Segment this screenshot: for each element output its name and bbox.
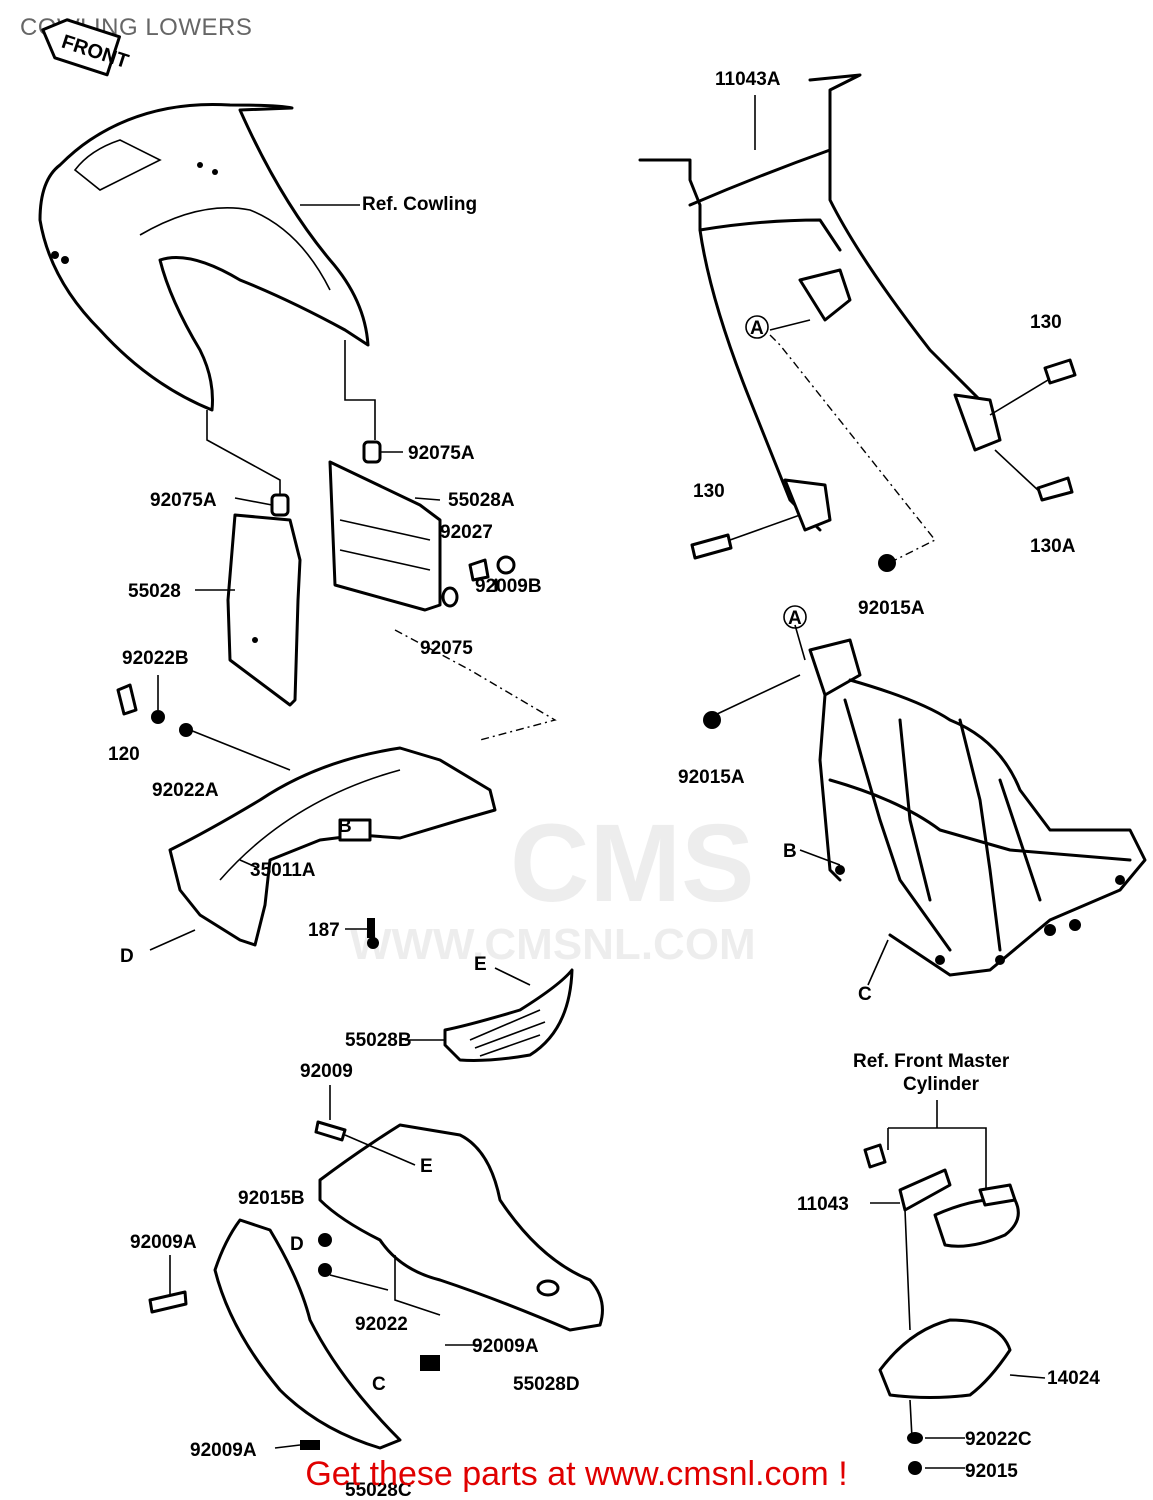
label-92022C: 92022C: [965, 1429, 1032, 1450]
label-92009B: 92009B: [475, 576, 542, 597]
label-92022B: 92022B: [122, 648, 189, 669]
front-arrow-badge: FRONT: [41, 18, 131, 77]
label-11043A: 11043A: [715, 69, 781, 90]
nut-92015: [908, 1461, 922, 1475]
label-130-top: 130: [1030, 312, 1062, 333]
bolt-92009: [314, 1120, 347, 1142]
label-92015A-top: 92015A: [858, 598, 925, 619]
cowling-bracket-35011A: [168, 746, 497, 947]
label-ref-master-line2: Cylinder: [903, 1074, 980, 1095]
washer-92022A: [179, 723, 193, 737]
ref-letter-A-frame: A: [788, 608, 802, 629]
bolt-130-mid: [690, 533, 733, 560]
label-35011A: 35011A: [250, 860, 316, 881]
label-92022A: 92022A: [152, 780, 219, 801]
bolt-130A: [1036, 476, 1074, 502]
ref-letter-A-bracket: A: [750, 318, 764, 339]
grommet-92075A-left: [270, 493, 290, 517]
label-187: 187: [308, 920, 340, 941]
ref-letter-D-lower: D: [290, 1234, 304, 1255]
label-92009: 92009: [300, 1061, 353, 1082]
ref-letter-E-mid: E: [420, 1156, 433, 1177]
label-ref-master-line1: Ref. Front Master: [853, 1051, 1010, 1072]
cover-14024: [878, 1318, 1012, 1399]
bolt-92009A-bottom: [300, 1440, 320, 1450]
nut-92015A-top: [878, 554, 896, 572]
master-cylinder-bracket-11043: [863, 1143, 1020, 1248]
label-55028C: 55028C: [345, 1480, 412, 1500]
subframe-bracket-11043A: [638, 73, 1002, 532]
label-55028A: 55028A: [448, 490, 515, 511]
bolt-92009A-left: [148, 1290, 188, 1314]
grommet-92075A-top: [362, 440, 382, 464]
label-14024: 14024: [1047, 1368, 1100, 1389]
label-55028D: 55028D: [513, 1374, 580, 1395]
label-92009A-left: 92009A: [130, 1232, 197, 1253]
grille-55028B: [443, 968, 574, 1062]
ref-letter-D-side: D: [120, 946, 134, 967]
bolt-120: [116, 683, 138, 716]
ref-letter-E-lower: E: [474, 954, 487, 975]
bolt-187: [367, 918, 379, 949]
inner-panel-55028: [226, 513, 302, 707]
label-55028B: 55028B: [345, 1030, 412, 1051]
ref-letter-B-cowl: B: [338, 816, 352, 837]
footer-link[interactable]: Get these parts at www.cmsnl.com !: [305, 1455, 848, 1493]
label-92075A-top: 92075A: [408, 443, 475, 464]
bolt-130-top: [1043, 358, 1077, 385]
lower-cowl-55028C: [213, 1218, 402, 1450]
watermark-url: WWW.CMSNL.COM: [350, 920, 756, 969]
label-92015B: 92015B: [238, 1188, 305, 1209]
label-92075: 92075: [420, 638, 473, 659]
washer-92022B: [151, 710, 165, 724]
label-92015A-frame: 92015A: [678, 767, 745, 788]
washer-92022C: [907, 1432, 923, 1444]
label-92027: 92027: [440, 522, 493, 543]
lower-cowl-55028D: [318, 1123, 604, 1371]
bolt-92009B: [494, 555, 516, 592]
label-11043: 11043: [797, 1194, 849, 1215]
grommet-92075: [441, 586, 459, 608]
label-55028: 55028: [128, 581, 181, 602]
label-92022: 92022: [355, 1314, 408, 1335]
label-120: 120: [108, 744, 140, 765]
label-92075A-left: 92075A: [150, 490, 217, 511]
label-92015: 92015: [965, 1461, 1018, 1482]
nut-92015A-frame: [703, 711, 721, 729]
inner-panel-55028A: [328, 460, 442, 612]
label-92009A-mid: 92009A: [472, 1336, 539, 1357]
motorcycle-frame: [808, 638, 1147, 977]
upper-cowling-part: [38, 102, 370, 412]
nut-92027: [468, 558, 490, 582]
ref-letter-C-frame: C: [858, 984, 872, 1005]
label-130A: 130A: [1030, 536, 1076, 557]
washer-92015B: [318, 1233, 332, 1247]
label-130-mid: 130: [693, 481, 725, 502]
ref-letter-C-lower: C: [372, 1374, 386, 1395]
ref-letter-B-frame: B: [783, 841, 797, 862]
label-92009A-bottom: 92009A: [190, 1440, 257, 1461]
label-ref-cowling: Ref. Cowling: [362, 194, 477, 215]
washer-92022: [318, 1263, 332, 1277]
watermark-brand: CMS: [510, 802, 755, 925]
